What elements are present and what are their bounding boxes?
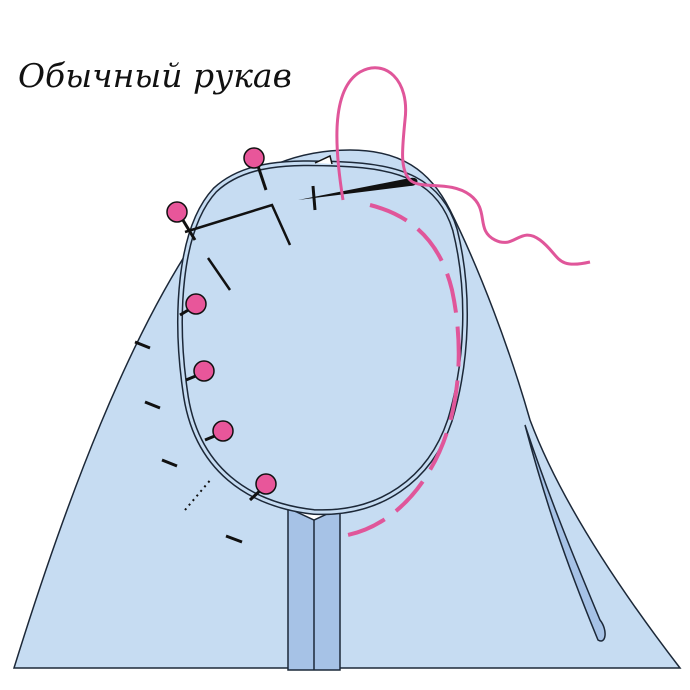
sleeve-fold <box>524 424 606 642</box>
stitch-line <box>347 203 461 537</box>
pin-icon <box>248 473 277 502</box>
thread <box>335 66 591 266</box>
pins <box>166 147 277 502</box>
pin-icon <box>179 293 207 317</box>
placket <box>287 507 341 671</box>
tack-marks <box>134 203 292 544</box>
needle-icon <box>298 154 418 211</box>
pin-icon <box>185 360 215 382</box>
diagram-title: Обычный рукав <box>18 56 292 95</box>
pin-icon <box>166 201 197 241</box>
pin-icon <box>204 420 234 442</box>
pin-icon <box>243 147 268 191</box>
armhole-seam <box>177 160 468 516</box>
